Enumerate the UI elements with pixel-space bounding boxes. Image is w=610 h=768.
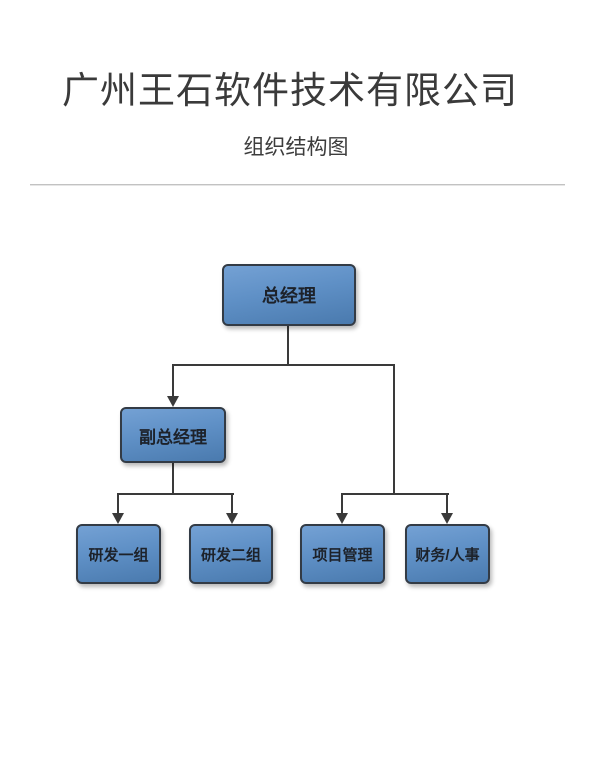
org-node-rd-group-1: 研发一组 bbox=[76, 524, 161, 584]
connector-dgm-out bbox=[172, 463, 174, 495]
connector-drop-rd2 bbox=[231, 493, 233, 514]
horizontal-divider bbox=[30, 184, 565, 186]
connector-dgm-drop bbox=[172, 364, 174, 396]
connector-right-split bbox=[341, 493, 449, 495]
connector-drop-rd1 bbox=[117, 493, 119, 514]
arrowhead-to-deputy-gm-icon bbox=[167, 396, 179, 407]
org-node-label: 研发一组 bbox=[88, 546, 149, 564]
connector-right-vertical bbox=[393, 364, 395, 495]
arrowhead-to-rd-group1-icon bbox=[112, 513, 124, 524]
arrowhead-to-finance-hr-icon bbox=[441, 513, 453, 524]
connector-gm-down bbox=[287, 326, 289, 366]
org-node-finance-hr: 财务/人事 bbox=[405, 524, 490, 584]
org-node-rd-group-2: 研发二组 bbox=[189, 524, 273, 584]
arrowhead-to-project-mgmt-icon bbox=[336, 513, 348, 524]
company-title: 广州王石软件技术有限公司 bbox=[62, 71, 518, 112]
connector-drop-finance bbox=[446, 493, 448, 514]
arrowhead-to-rd-group2-icon bbox=[226, 513, 238, 524]
org-node-label: 项目管理 bbox=[312, 546, 373, 564]
connector-top-horizontal bbox=[172, 364, 395, 366]
connector-drop-pm bbox=[341, 493, 343, 514]
org-node-label: 总经理 bbox=[262, 286, 316, 306]
org-node-label: 副总经理 bbox=[139, 427, 207, 447]
org-node-general-manager: 总经理 bbox=[222, 264, 356, 326]
org-node-project-management: 项目管理 bbox=[300, 524, 385, 584]
chart-subtitle: 组织结构图 bbox=[243, 135, 349, 159]
org-node-label: 财务/人事 bbox=[415, 546, 480, 564]
connector-left-split bbox=[117, 493, 234, 495]
org-node-label: 研发二组 bbox=[200, 546, 261, 564]
org-node-deputy-general-manager: 副总经理 bbox=[120, 407, 226, 463]
